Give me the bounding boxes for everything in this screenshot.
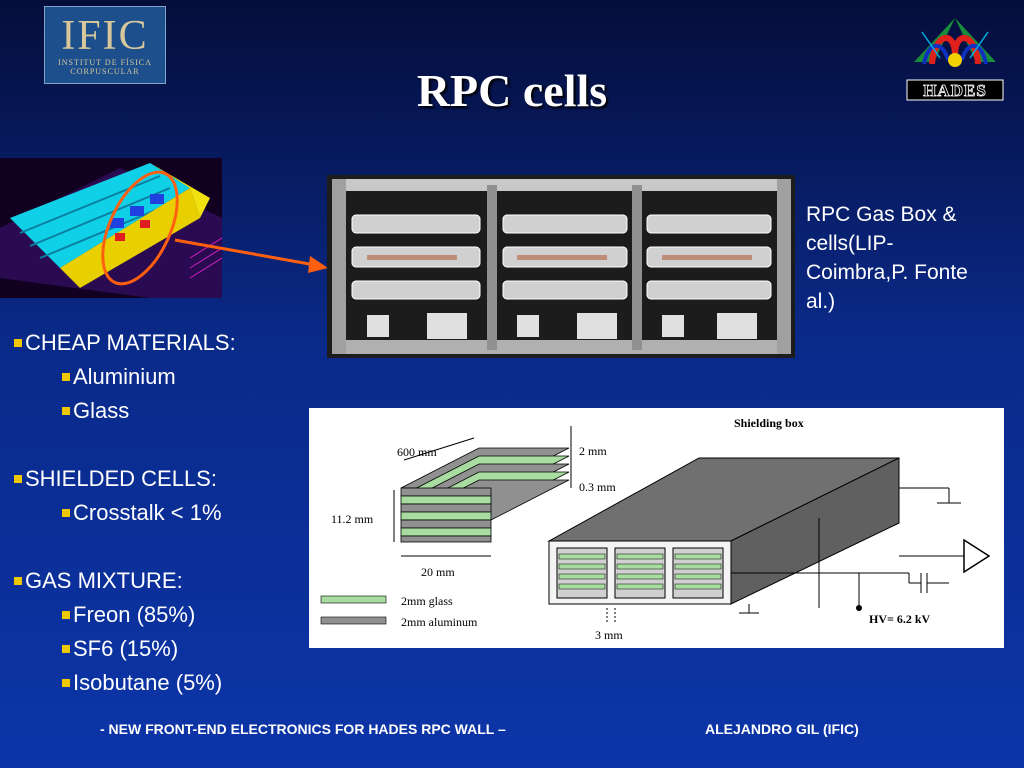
bullet-item: SF6 (15%): [62, 636, 178, 662]
rpc-gas-box-photo: [327, 175, 795, 358]
dim-03mm-label: 0.3 mm: [579, 480, 616, 494]
bullet-square-icon: [62, 407, 70, 415]
bullet-item: Crosstalk < 1%: [62, 500, 222, 526]
bullet-item: Aluminium: [62, 364, 176, 390]
footer-left-text: - NEW FRONT-END ELECTRONICS FOR HADES RP…: [100, 721, 506, 737]
bullet-square-icon: [62, 645, 70, 653]
legend-aluminum-swatch: [320, 616, 387, 625]
legend-glass-label: 2mm glass: [401, 594, 453, 608]
bullet-square-icon: [14, 339, 22, 347]
ific-logo-line2: CORPUSCULAR: [70, 67, 140, 76]
orange-arrow-icon: [174, 238, 328, 273]
ific-logo-line1: INSTITUT DE FÍSICA: [58, 58, 152, 67]
shielding-box-label: Shielding box: [734, 416, 804, 430]
legend-aluminum-label: 2mm aluminum: [401, 615, 478, 629]
hades-logo-text: HADES: [923, 81, 987, 100]
hades-logo-emblem: [914, 18, 996, 67]
bullet-item: Freon (85%): [62, 602, 195, 628]
rpc-cell-diagram: Shielding box 600 mm 2 mm 0.3 mm 11.2 mm…: [309, 408, 1004, 648]
bullet-square-icon: [14, 577, 22, 585]
slide-title: RPC cells: [416, 65, 608, 116]
bullet-item: SHIELDED CELLS:: [14, 466, 217, 492]
bullet-item: Isobutane (5%): [62, 670, 222, 696]
legend-glass-swatch: [320, 595, 387, 604]
dim-600mm-label: 600 mm: [397, 445, 437, 459]
bullet-square-icon: [62, 509, 70, 517]
bullet-square-icon: [14, 475, 22, 483]
bullet-square-icon: [62, 679, 70, 687]
bullet-item: GAS MIXTURE:: [14, 568, 183, 594]
bullet-item: CHEAP MATERIALS:: [14, 330, 236, 356]
dim-2mm-label: 2 mm: [579, 444, 607, 458]
hv-label: HV= 6.2 kV: [869, 612, 931, 626]
dim-20mm-label: 20 mm: [421, 565, 455, 579]
photo-caption: RPC Gas Box & cells(LIP- Coimbra,P. Font…: [806, 203, 968, 313]
hades-logo: HADES: [906, 18, 1004, 101]
ific-logo-main: IFIC: [61, 13, 149, 59]
rpc-3d-render-image: [0, 158, 222, 298]
bullet-square-icon: [62, 373, 70, 381]
dim-112mm-label: 11.2 mm: [331, 512, 374, 526]
bullet-item: Glass: [62, 398, 129, 424]
footer-right-text: ALEJANDRO GIL (IFIC): [705, 721, 859, 737]
bullet-square-icon: [62, 611, 70, 619]
ific-logo: IFIC INSTITUT DE FÍSICA CORPUSCULAR: [44, 6, 166, 84]
dim-3mm-label: 3 mm: [595, 628, 623, 642]
